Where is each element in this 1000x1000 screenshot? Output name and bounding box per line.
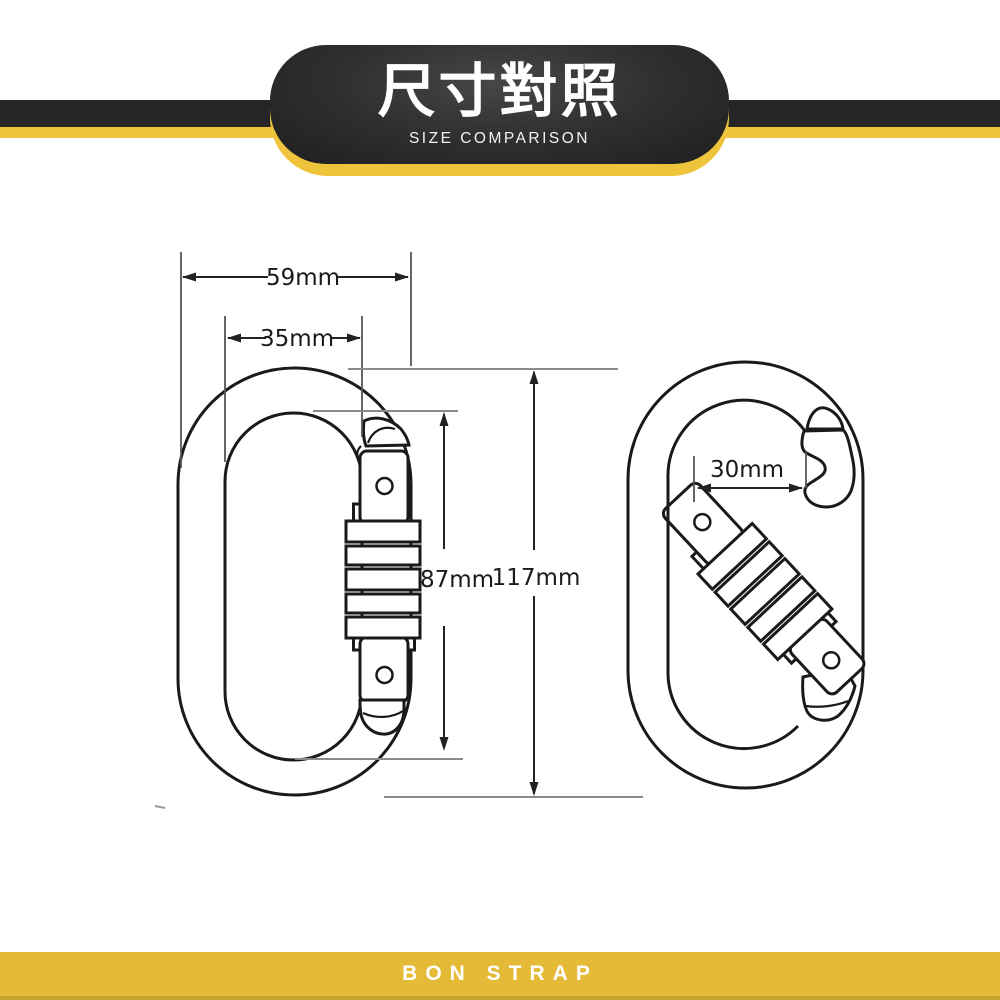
dim-label-outer-width: 59mm (266, 265, 340, 291)
footer-bar: BON STRAP (0, 952, 1000, 1000)
header-plate: 尺寸對照 SIZE COMPARISON (270, 45, 729, 164)
dim-label-gate-opening: 30mm (710, 457, 784, 483)
brand-text: BON STRAP (402, 962, 598, 985)
right-carabiner-drawing (626, 360, 878, 790)
page-title: 尺寸對照 (377, 59, 622, 124)
dim-label-inner-width: 35mm (260, 326, 334, 352)
dim-label-inner-height: 87mm (420, 567, 494, 593)
header-plate-shadow: 尺寸對照 SIZE COMPARISON (270, 45, 729, 176)
dim-label-outer-height: 117mm (492, 565, 581, 591)
left-carabiner-drawing (176, 366, 422, 797)
dimension-annotations: 59mm 35mm 87mm 117mm 30mm (154, 252, 807, 809)
page-subtitle: SIZE COMPARISON (408, 130, 591, 147)
